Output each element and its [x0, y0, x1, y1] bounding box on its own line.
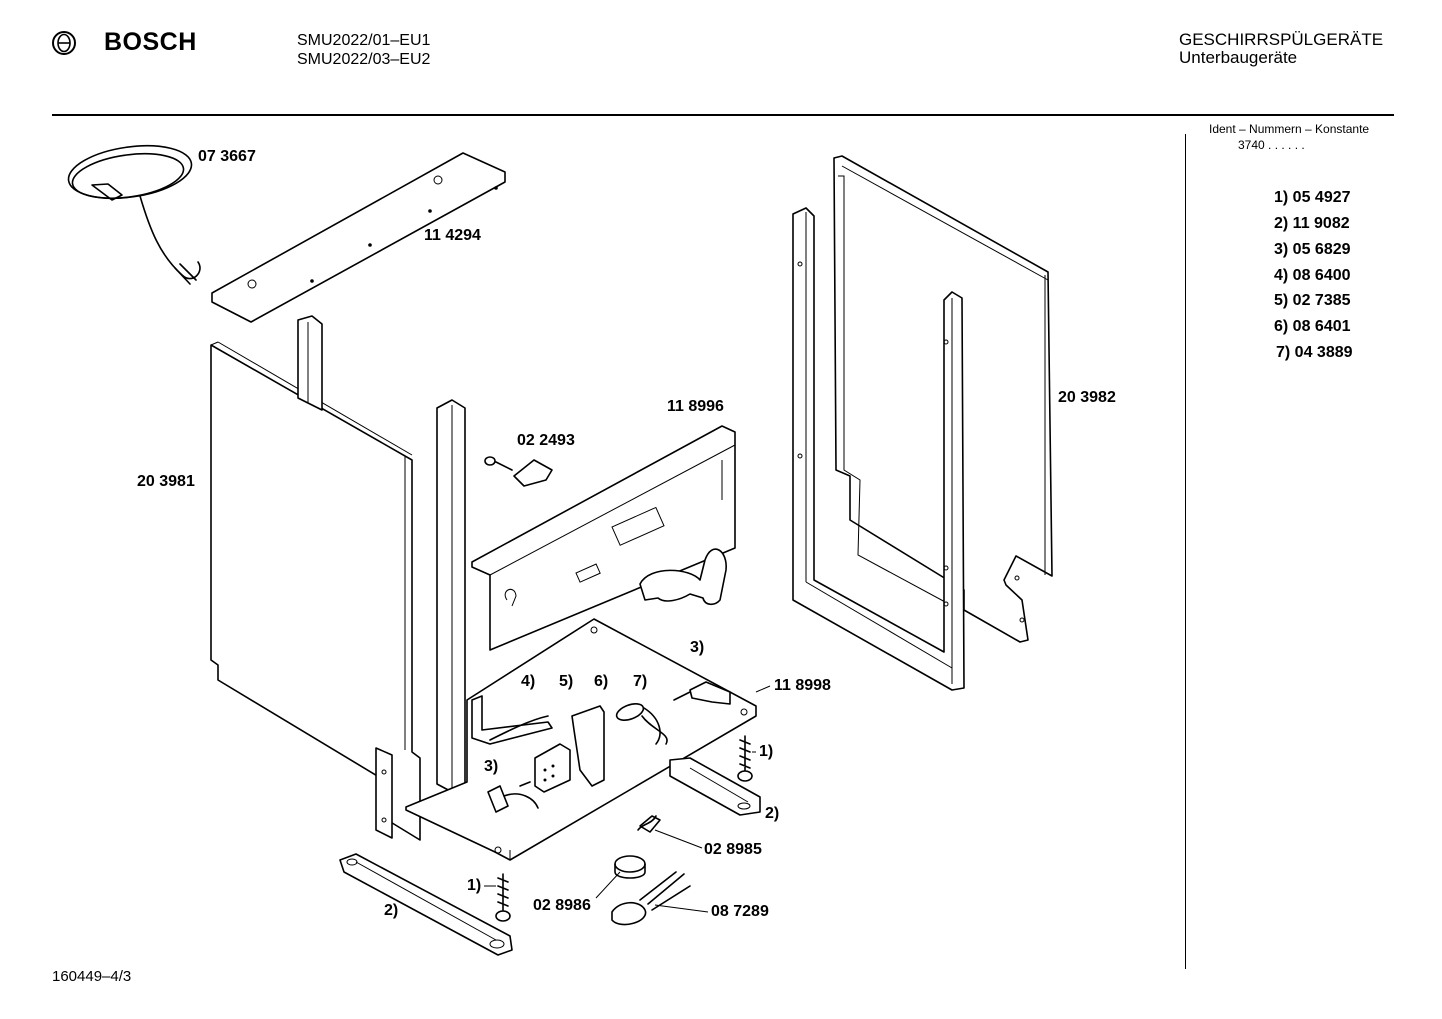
right-door-frame-drawing: [792, 207, 965, 691]
foot-strip-right-drawing: [669, 735, 761, 816]
legend-item: 3) 05 6829: [1274, 241, 1351, 258]
label-float-switch: 02 8985: [704, 841, 762, 858]
ref-label: 2): [384, 902, 399, 919]
legend-item: 7) 04 3889: [1276, 344, 1353, 361]
appliance-category: GESCHIRRSPÜLGERÄTE: [1179, 30, 1384, 49]
ref-label: 2): [765, 805, 780, 822]
ref-label: 7): [633, 673, 648, 690]
label-float-holder: 08 7289: [711, 903, 769, 920]
ref-label: 3): [690, 639, 705, 656]
legend-item: 1) 05 4927: [1274, 189, 1351, 206]
label-right-side-panel: 20 3982: [1058, 389, 1116, 406]
clip-drawing: [484, 456, 553, 487]
ref-label: 5): [559, 673, 574, 690]
ref-label: 3): [484, 758, 499, 775]
ident-constant: 3740 . . . . . .: [1238, 138, 1305, 152]
left-front-rail-drawing: [375, 399, 466, 839]
exploded-parts-drawing: [67, 144, 1053, 956]
label-top-strip: 11 4294: [424, 227, 481, 244]
top-strip-drawing: [211, 152, 506, 323]
ref-label: 1): [467, 877, 482, 894]
model-number-2: SMU2022/03–EU2: [297, 51, 431, 68]
label-left-side-panel: 20 3981: [137, 473, 195, 490]
label-power-cable: 07 3667: [198, 148, 256, 165]
legend-item: 5) 02 7385: [1274, 292, 1351, 309]
right-back-panel-drawing: [833, 155, 1053, 643]
float-assembly-drawing: [611, 815, 691, 926]
label-base-plate: 11 8998: [774, 677, 831, 694]
brand-name: BOSCH: [104, 28, 197, 56]
air-duct-drawing: [639, 548, 727, 606]
brand-logo: BOSCH: [50, 28, 200, 59]
power-cable-drawing: [67, 144, 201, 285]
legend-item: 2) 11 9082: [1274, 215, 1350, 232]
document-number: 160449–4/3: [52, 968, 132, 985]
leader-lines: [484, 685, 771, 913]
ref-label: 6): [594, 673, 609, 690]
ref-label: 1): [759, 743, 774, 760]
bosch-armature-icon: [52, 31, 76, 55]
header-rule: [52, 114, 1394, 116]
label-clip: 02 2493: [517, 432, 575, 449]
foot-strip-left-drawing: [339, 853, 513, 956]
internal-parts-drawing: [471, 681, 731, 813]
front-panel-drawing: [471, 425, 736, 651]
appliance-subcategory: Unterbaugeräte: [1179, 48, 1298, 67]
ident-title: Ident – Nummern – Konstante: [1209, 122, 1370, 136]
ref-label: 4): [521, 673, 536, 690]
left-rear-rail-drawing: [297, 315, 323, 411]
model-number-1: SMU2022/01–EU1: [297, 32, 431, 49]
label-front-panel: 11 8996: [667, 398, 724, 415]
label-float: 02 8986: [533, 897, 591, 914]
legend-item: 6) 08 6401: [1274, 318, 1351, 335]
legend-divider: [1185, 134, 1186, 969]
legend-item: 4) 08 6400: [1274, 267, 1351, 284]
